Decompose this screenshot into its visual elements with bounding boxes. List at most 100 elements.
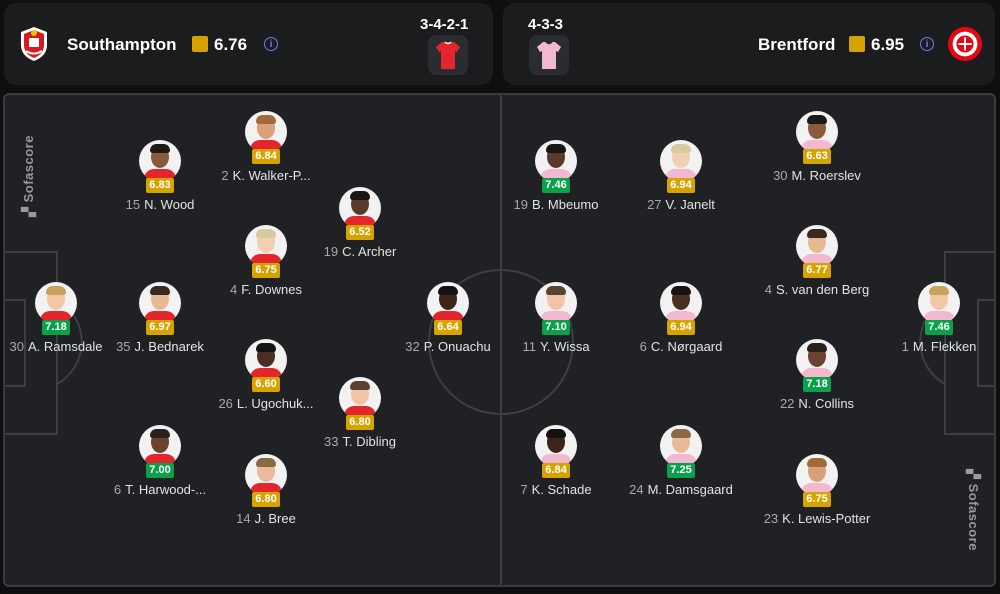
player-number: 30 <box>9 339 25 354</box>
player-avatar <box>339 187 381 229</box>
player-rating: 6.94 <box>667 320 695 335</box>
player-avatar <box>535 425 577 467</box>
away-formation: 4-3-3 <box>528 16 564 33</box>
player-rating: 6.83 <box>146 178 174 193</box>
player-avatar <box>427 282 469 324</box>
player-avatar <box>245 339 287 381</box>
player-number: 1 <box>901 339 909 354</box>
player-avatar <box>796 339 838 381</box>
player-rating: 6.75 <box>803 492 831 507</box>
player-rating: 6.84 <box>252 149 280 164</box>
player-rating: 6.63 <box>803 149 831 164</box>
sofascore-watermark-left: ▞ Sofascore <box>21 135 36 217</box>
player-name: N. Collins <box>798 396 855 411</box>
info-icon[interactable]: i <box>920 37 934 51</box>
player-name: F. Downes <box>241 282 302 297</box>
player-rating: 6.80 <box>346 415 374 430</box>
player-avatar <box>918 282 960 324</box>
player-name: M. Damsgaard <box>647 482 733 497</box>
player-name: K. Lewis-Potter <box>782 511 871 526</box>
player-avatar <box>35 282 77 324</box>
player-name: N. Wood <box>144 197 195 212</box>
player-name: K. Schade <box>531 482 592 497</box>
player-avatar <box>245 111 287 153</box>
away-team-rating: 6.95 <box>871 35 905 54</box>
player-rating: 7.46 <box>542 178 570 193</box>
player-avatar <box>339 377 381 419</box>
player-avatar <box>535 140 577 182</box>
player-avatar <box>139 282 181 324</box>
info-icon[interactable]: i <box>264 37 278 51</box>
home-formation: 3-4-2-1 <box>420 16 469 33</box>
player-rating: 6.64 <box>434 320 462 335</box>
player-number: 32 <box>405 339 420 354</box>
player-avatar <box>660 140 702 182</box>
player-number: 6 <box>113 482 122 497</box>
brentford-crest-icon <box>947 26 983 62</box>
away-team-name[interactable]: Brentford <box>758 35 836 54</box>
player-number: 15 <box>125 197 141 212</box>
player-name: C. Archer <box>342 244 397 259</box>
player-number: 33 <box>324 434 339 449</box>
player-name: L. Ugochuk... <box>236 396 314 411</box>
player-number: 4 <box>230 282 238 297</box>
player-rating: 6.80 <box>252 492 280 507</box>
player-rating: 7.46 <box>925 320 953 335</box>
player-rating: 6.75 <box>252 263 280 278</box>
home-team-rating: 6.76 <box>214 35 248 54</box>
player-avatar <box>139 140 181 182</box>
player-name: Y. Wissa <box>539 339 590 354</box>
player-rating: 6.84 <box>542 463 570 478</box>
player-name: K. Walker-P... <box>232 168 311 183</box>
away-team-card[interactable]: 4-3-3 Brentford 6.95 i <box>503 3 995 85</box>
home-kit <box>428 35 468 75</box>
player-number: 11 <box>522 339 536 354</box>
player-number: 27 <box>647 197 662 212</box>
home-team-card[interactable]: Southampton 6.76 i 3-4-2-1 <box>4 3 493 85</box>
player-number: 30 <box>773 168 788 183</box>
player-rating: 6.60 <box>252 377 280 392</box>
player-avatar <box>245 454 287 496</box>
player-number: 14 <box>236 511 251 526</box>
player-name: T. Harwood-... <box>125 482 207 497</box>
player-name: A. Ramsdale <box>28 339 103 354</box>
player-name: B. Mbeumo <box>531 197 599 212</box>
home-team-name[interactable]: Southampton <box>67 35 177 54</box>
